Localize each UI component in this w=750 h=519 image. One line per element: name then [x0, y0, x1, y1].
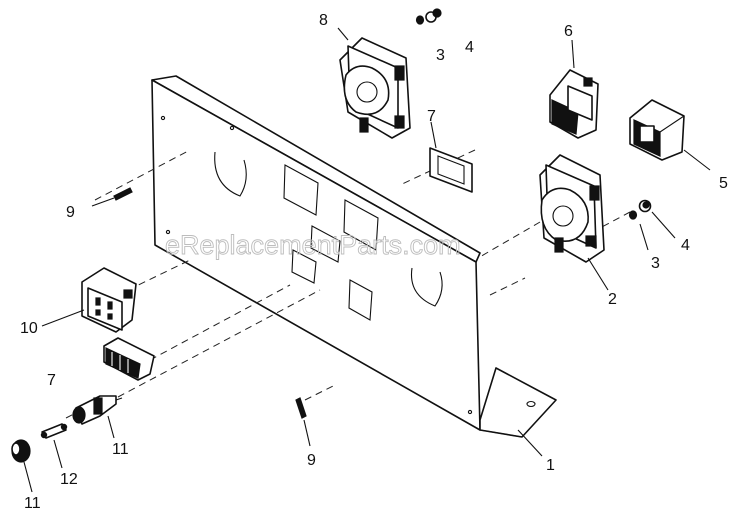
callout-labels: 8 3 4 6 7 5 4 3 2 9 10 7 11 12 11 9 1	[20, 12, 728, 512]
callout-5: 5	[719, 175, 728, 192]
callout-11-upper: 11	[112, 441, 129, 458]
screw-part-9-lower	[295, 397, 307, 419]
twist-lock-receptacle-part-8	[339, 37, 411, 139]
watermark-text: eReplacementParts.com	[165, 230, 461, 260]
duplex-receptacle-part-10	[81, 267, 137, 333]
twist-lock-receptacle-part-2	[539, 154, 605, 263]
callout-9-upper: 9	[66, 204, 75, 221]
callout-9-lower: 9	[307, 452, 316, 469]
callout-7-upper: 7	[427, 108, 436, 125]
callout-3-lower: 3	[651, 255, 660, 272]
screw-nut-parts-3-4-lower	[628, 199, 652, 220]
screw-nut-parts-3-4-upper	[415, 8, 442, 25]
leader-lines	[23, 27, 711, 493]
screw-part-9-upper	[113, 187, 133, 201]
rocker-switch-part-6	[549, 69, 599, 139]
callout-4-lower: 4	[681, 237, 690, 254]
plate-part-7	[429, 147, 473, 193]
callout-4-upper: 4	[465, 39, 474, 56]
callout-8: 8	[319, 12, 328, 29]
callout-11-lower: 11	[24, 495, 41, 512]
circuit-breaker-part-5	[629, 99, 685, 161]
callout-12: 12	[60, 471, 78, 488]
callout-2: 2	[608, 291, 617, 308]
callout-6: 6	[564, 23, 573, 40]
terminal-strip-part-7	[103, 337, 155, 381]
callout-3-upper: 3	[436, 47, 445, 64]
assembly-lines	[65, 149, 631, 419]
fuse-holder-part-11-upper	[72, 395, 123, 425]
callout-7-lower: 7	[47, 372, 56, 389]
fuse-cap-part-11-lower	[11, 439, 31, 463]
callout-1: 1	[546, 457, 555, 474]
callout-10: 10	[20, 320, 38, 337]
fuse-part-12	[40, 423, 68, 439]
control-panel-part-1	[151, 75, 557, 438]
